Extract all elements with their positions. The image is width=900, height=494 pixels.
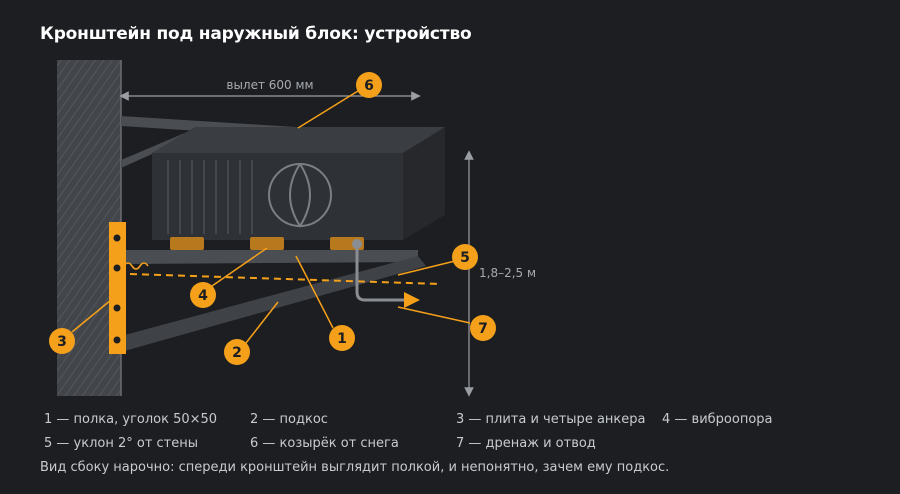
wall-plate bbox=[109, 222, 126, 354]
page-title: Кронштейн под наружный блок: устройство bbox=[40, 24, 472, 44]
leader-line-3 bbox=[71, 299, 112, 333]
leader-line-4 bbox=[211, 247, 268, 287]
svg-text:6: 6 bbox=[364, 78, 374, 94]
legend-item-1: 1 — полка, уголок 50×50 bbox=[44, 412, 218, 427]
legend-item-2: 2 — подкос bbox=[250, 412, 328, 427]
svg-text:1: 1 bbox=[337, 331, 347, 347]
outdoor-unit bbox=[152, 127, 445, 240]
anchor-bolt bbox=[113, 234, 121, 242]
drain-fitting bbox=[352, 239, 362, 249]
spring-icon bbox=[123, 262, 149, 270]
callout-1: 1 bbox=[329, 325, 355, 351]
legend-item-3: 3 — плита и четыре анкера bbox=[456, 412, 646, 427]
callout-7: 7 bbox=[470, 315, 496, 341]
legend-item-4: 4 — виброопора bbox=[662, 412, 773, 427]
callout-6: 6 bbox=[356, 72, 382, 98]
legend-item-6: 6 — козырёк от снега bbox=[250, 436, 399, 451]
bracket-shelf bbox=[121, 250, 418, 264]
anchor-bolt bbox=[113, 264, 121, 272]
leader-line-1 bbox=[295, 255, 334, 329]
reach-dimension-label: вылет 600 мм bbox=[226, 78, 313, 92]
footnote: Вид сбоку нарочно: спереди кронштейн выг… bbox=[40, 460, 670, 475]
leader-line-7 bbox=[397, 306, 471, 324]
bracket-brace bbox=[121, 256, 426, 352]
vibration-pad bbox=[250, 237, 284, 250]
callout-2: 2 bbox=[224, 339, 250, 365]
slope-line bbox=[129, 273, 441, 285]
callout-4: 4 bbox=[190, 282, 216, 308]
callout-3: 3 bbox=[49, 328, 75, 354]
anchor-bolt bbox=[113, 304, 121, 312]
svg-text:5: 5 bbox=[460, 250, 470, 266]
callout-5: 5 bbox=[452, 244, 478, 270]
drain-pipe bbox=[355, 244, 404, 302]
legend-item-5: 5 — уклон 2° от стены bbox=[44, 436, 199, 451]
leader-line-2 bbox=[245, 301, 279, 344]
svg-text:4: 4 bbox=[198, 288, 208, 304]
vibration-pad bbox=[170, 237, 204, 250]
leader-line-6 bbox=[297, 90, 359, 129]
svg-text:3: 3 bbox=[57, 334, 67, 350]
anchor-bolt bbox=[113, 336, 121, 344]
leader-line-5 bbox=[397, 260, 456, 276]
legend-item-7: 7 — дренаж и отвод bbox=[456, 436, 596, 451]
height-dimension-label: 1,8–2,5 м bbox=[479, 266, 536, 280]
svg-text:2: 2 bbox=[232, 345, 242, 361]
svg-text:7: 7 bbox=[478, 321, 488, 337]
